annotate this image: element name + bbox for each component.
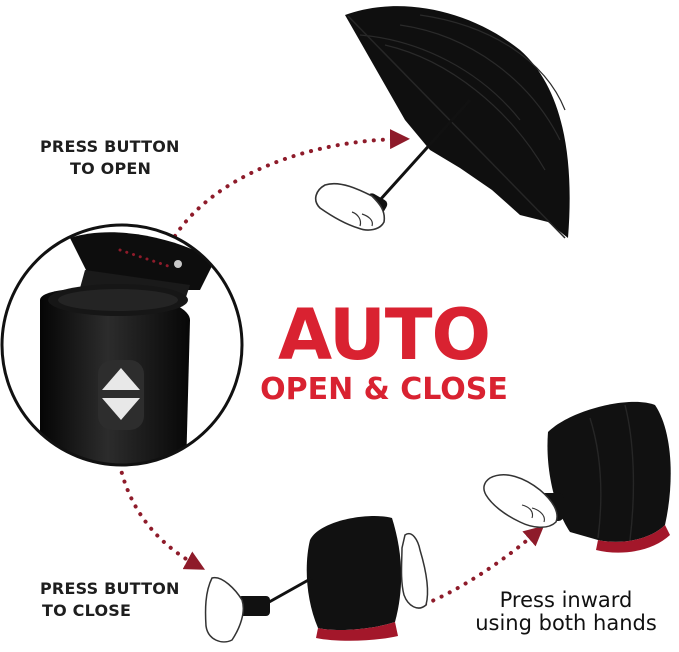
folded-umbrella <box>483 401 671 553</box>
handle-closeup <box>0 223 244 467</box>
caption-press-to-close: PRESS BUTTON TO CLOSE <box>40 578 180 622</box>
arrow-to-open <box>173 129 410 238</box>
instruction-note: Press inward using both hands <box>466 589 666 635</box>
open-umbrella <box>314 6 570 239</box>
note-line: Press inward <box>499 588 633 612</box>
arrow-to-close <box>116 453 206 570</box>
caption-line: TO OPEN <box>70 159 152 178</box>
caption-press-to-open: PRESS BUTTON TO OPEN <box>40 136 180 180</box>
note-line: using both hands <box>475 611 657 635</box>
headline-open-close: OPEN & CLOSE <box>260 372 508 407</box>
caption-line: TO CLOSE <box>42 601 132 620</box>
caption-line: PRESS BUTTON <box>40 137 180 156</box>
arrow-to-fold <box>423 525 545 606</box>
triangle-up-icon <box>102 368 140 390</box>
headline-auto: AUTO <box>277 294 491 376</box>
closing-umbrella <box>204 516 429 643</box>
triangle-down-icon <box>102 398 140 420</box>
caption-line: PRESS BUTTON <box>40 579 180 598</box>
